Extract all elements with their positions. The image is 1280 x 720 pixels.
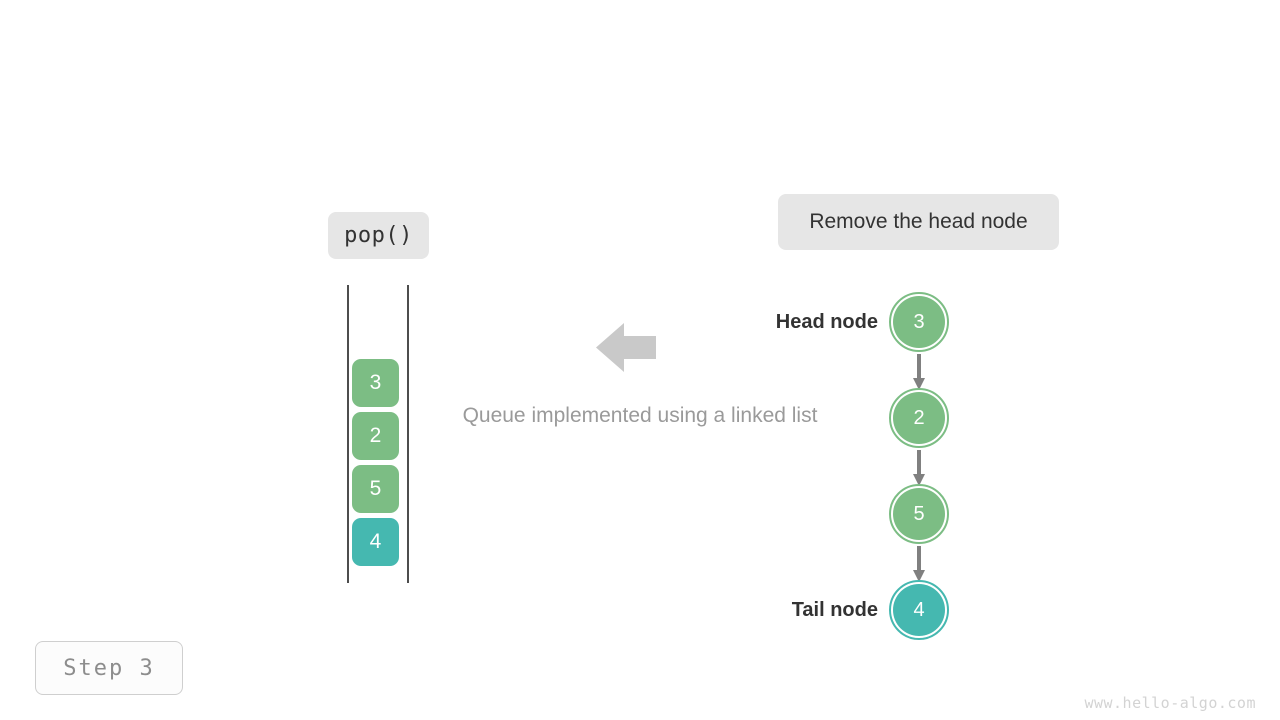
tail-node-tag-text: Tail node xyxy=(791,598,878,621)
linked-list-node-core: 2 xyxy=(893,392,945,444)
linked-list-node-core: 5 xyxy=(893,488,945,540)
linked-list-node-value: 2 xyxy=(913,406,925,429)
linked-list-container: Head node Tail node 3 2 5 xyxy=(750,288,970,648)
linked-list-node: 5 xyxy=(889,484,949,544)
queue-container: 3 2 5 4 xyxy=(340,280,420,590)
operation-label: pop() xyxy=(328,212,429,259)
tail-node-tag: Tail node xyxy=(792,580,878,640)
queue-cell-value: 2 xyxy=(369,424,382,447)
action-label-text: Remove the head node xyxy=(809,210,1028,233)
linked-list-node: 4 xyxy=(889,580,949,640)
linked-list-node-value: 4 xyxy=(913,598,925,621)
queue-rail-right xyxy=(407,285,409,583)
queue-cell-value: 4 xyxy=(369,530,382,553)
arrow-down-icon xyxy=(913,546,925,582)
arrow-left-icon xyxy=(596,321,656,374)
watermark-text: www.hello-algo.com xyxy=(1084,694,1256,712)
arrow-down-icon xyxy=(913,354,925,390)
queue-rail-left xyxy=(347,285,349,583)
queue-cell-value: 5 xyxy=(369,477,382,500)
linked-list-node-core: 4 xyxy=(893,584,945,636)
head-node-tag: Head node xyxy=(776,292,878,352)
arrow-down-icon xyxy=(913,450,925,486)
queue-cell: 2 xyxy=(352,412,399,460)
queue-cell: 5 xyxy=(352,465,399,513)
diagram-subtitle-text: Queue implemented using a linked list xyxy=(462,404,818,427)
queue-cell-value: 3 xyxy=(369,371,382,394)
linked-list-node: 3 xyxy=(889,292,949,352)
linked-list-node: 2 xyxy=(889,388,949,448)
watermark: www.hello-algo.com xyxy=(1084,694,1256,712)
diagram-subtitle: Queue implemented using a linked list xyxy=(437,404,843,428)
step-badge: Step 3 xyxy=(35,641,183,695)
step-badge-text: Step 3 xyxy=(63,655,155,681)
queue-cell: 4 xyxy=(352,518,399,566)
head-node-tag-text: Head node xyxy=(775,310,878,333)
linked-list-node-core: 3 xyxy=(893,296,945,348)
linked-list-node-value: 3 xyxy=(913,310,925,333)
queue-cell: 3 xyxy=(352,359,399,407)
operation-label-text: pop() xyxy=(344,223,413,248)
linked-list-node-value: 5 xyxy=(913,502,925,525)
action-label: Remove the head node xyxy=(778,194,1059,250)
